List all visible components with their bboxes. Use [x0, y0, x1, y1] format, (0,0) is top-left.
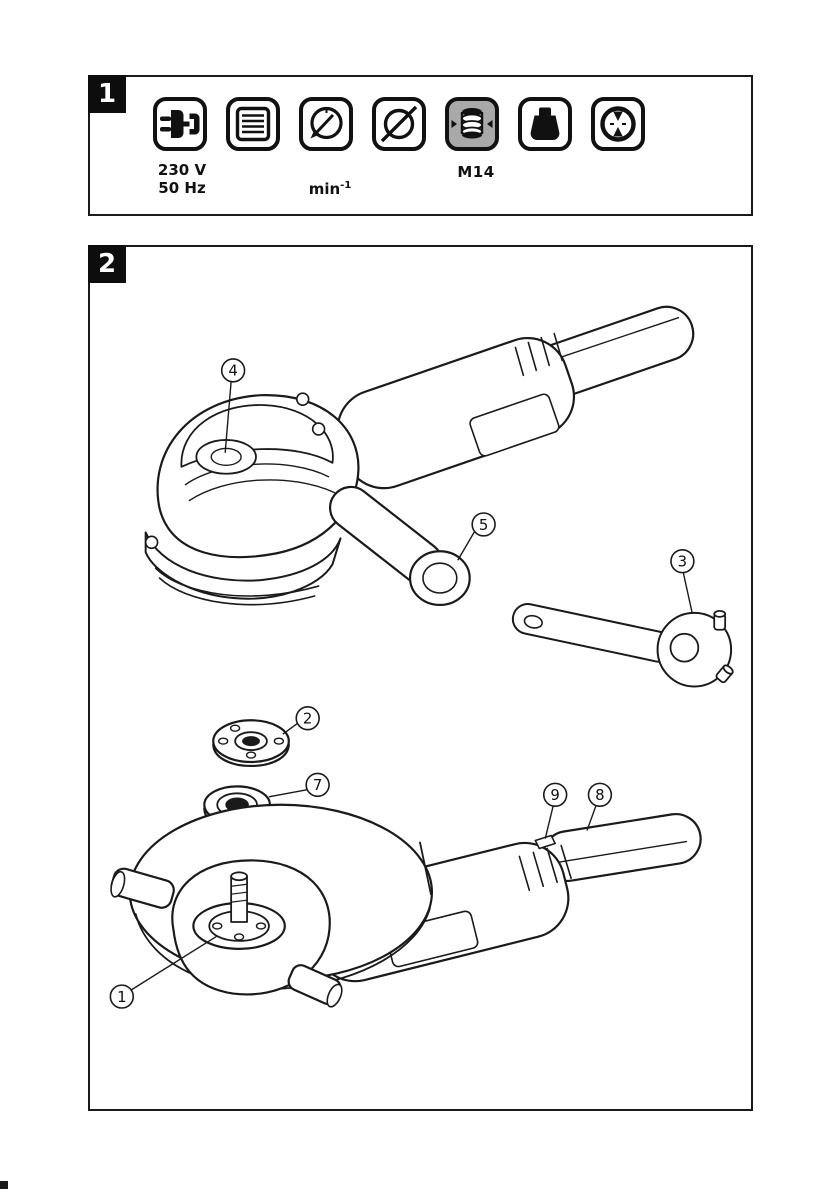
- scan-artifact: [0, 1181, 8, 1189]
- rotation-direction-icon: [590, 96, 646, 152]
- power-plug-icon: [152, 96, 208, 152]
- thread-caption: M14: [457, 163, 495, 181]
- guard-clamp-screw: [144, 535, 159, 550]
- clamping-flange-nut: [212, 719, 290, 768]
- spindle-thread-lines: [230, 883, 248, 903]
- svg-text:2: 2: [303, 710, 312, 728]
- wrench-pins: [713, 610, 734, 684]
- vent-slots: [518, 844, 572, 892]
- side-handle-socket-left-cap: [110, 870, 126, 898]
- spindle-lock-button-inner: [210, 447, 242, 466]
- rear-handle-grip-line: [541, 316, 680, 365]
- angle-grinder-side-view: [144, 305, 695, 607]
- speed-caption-sup: -1: [340, 180, 352, 191]
- wrench-handle: [511, 603, 675, 663]
- insulation-class-icon: [225, 96, 281, 152]
- callout-4: 4: [220, 358, 246, 453]
- spindle-top: [230, 871, 248, 882]
- voltage-line-2: 50 Hz: [158, 179, 206, 197]
- no-load-speed-icon: [298, 96, 354, 152]
- vent-slots: [514, 332, 563, 377]
- callout-9: 9: [542, 782, 568, 839]
- figure-2-panel: 2: [88, 245, 753, 1111]
- weight-icon: [517, 96, 573, 152]
- grinding-disc-edge: [154, 567, 320, 597]
- svg-text:8: 8: [595, 786, 604, 804]
- callout-7: 7: [268, 772, 330, 798]
- nameplate: [469, 393, 560, 457]
- figure-1-label: 1: [88, 75, 126, 113]
- figure-1-panel: 1: [88, 75, 753, 216]
- pin-spanner-wrench: [511, 603, 734, 688]
- housing-screw-2: [311, 422, 326, 436]
- angle-grinder-bottom-view: [110, 803, 702, 1008]
- voltage-line-1: 230 V: [157, 161, 207, 179]
- svg-text:9: 9: [550, 786, 559, 804]
- grinding-disc-edge-2: [158, 577, 316, 606]
- housing-screw-1: [295, 392, 310, 406]
- callout-2: 2: [282, 706, 320, 735]
- wrench-head-hole: [669, 632, 700, 663]
- svg-text:4: 4: [228, 362, 237, 380]
- svg-text:5: 5: [479, 516, 488, 534]
- side-handle-knob-inner: [422, 562, 458, 594]
- figure-2-drawing: 4 5 3 2: [109, 305, 734, 1009]
- callout-8: 8: [586, 782, 613, 831]
- figure-2-label: 2: [88, 245, 126, 283]
- svg-text:3: 3: [678, 553, 687, 571]
- head-rib-2: [188, 479, 336, 502]
- head-rib-1: [184, 463, 330, 486]
- rear-handle-grip-line: [556, 840, 688, 864]
- side-handle-socket-right-cap: [326, 983, 343, 1008]
- wheel-guard-cut-edge: [419, 841, 432, 896]
- spindle-thread-icon: [444, 96, 500, 152]
- speed-caption: min-1: [309, 177, 352, 198]
- callout-3: 3: [670, 548, 695, 615]
- disc-diameter-icon: [371, 96, 427, 152]
- svg-text:1: 1: [117, 988, 126, 1006]
- svg-text:7: 7: [313, 776, 322, 794]
- callout-5: 5: [457, 512, 496, 561]
- wrench-hang-hole: [523, 614, 543, 629]
- callout-1: 1: [109, 935, 218, 1009]
- speed-caption-base: min: [308, 180, 341, 198]
- spindle: [230, 875, 248, 923]
- voltage-caption: 230 V 50 Hz: [158, 161, 206, 197]
- spec-icons-row: [152, 96, 646, 152]
- callouts: 4 5 3 2: [109, 358, 695, 1009]
